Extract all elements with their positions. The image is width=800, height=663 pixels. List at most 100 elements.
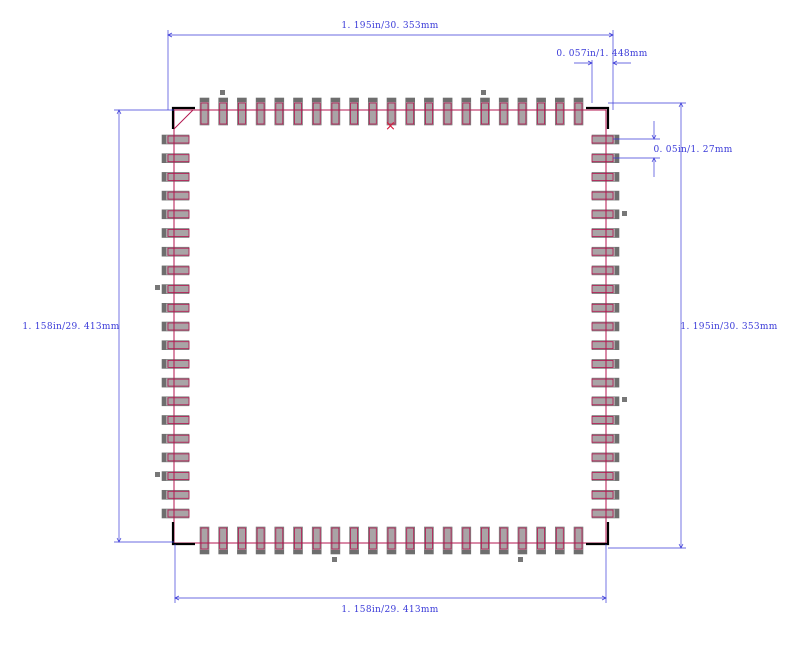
arrow-left-height-bottom <box>116 537 122 543</box>
pin-top-outline <box>537 102 545 125</box>
pin-left-outline <box>167 172 190 181</box>
pad-left-tip <box>162 490 166 500</box>
pin-bottom-outline <box>237 527 246 550</box>
pin-bottom-outline <box>350 527 359 550</box>
pin-left-outline <box>167 397 190 406</box>
pin-bottom-outline <box>219 527 228 550</box>
pad-right-tip <box>615 509 619 518</box>
pad-right-tip <box>615 322 619 331</box>
pad-right-tip <box>615 209 619 219</box>
pad-left-tip <box>162 172 166 182</box>
pin-top-outline <box>350 102 359 125</box>
pin-top-outline <box>462 102 471 125</box>
pad-right-tip <box>615 359 619 369</box>
fiducial-mark <box>332 557 337 562</box>
pin-bottom-outline <box>275 527 284 550</box>
pin-right-outline <box>591 416 614 424</box>
pad-top-tip <box>574 98 583 102</box>
pad-left-tip <box>162 303 166 313</box>
pad-top-tip <box>330 98 340 102</box>
pin-left-outline <box>167 472 190 481</box>
pad-right-tip <box>615 490 619 500</box>
pad-top-tip <box>237 98 247 102</box>
pin-left-outline <box>167 416 190 424</box>
pin-left-outline <box>167 210 190 219</box>
pin-bottom-outline <box>499 527 508 550</box>
pin-left-outline <box>167 490 190 499</box>
pad-left-tip <box>162 396 166 406</box>
pad-right-tip <box>615 228 619 238</box>
pad-right-tip <box>615 340 619 350</box>
pad-left-tip <box>162 434 166 444</box>
arrow-left-height-top <box>116 109 122 115</box>
arrow-pin-length-right <box>612 60 618 66</box>
pin-right-outline <box>591 191 614 200</box>
pin-top-outline <box>387 102 396 125</box>
pin-right-outline <box>591 453 614 462</box>
arrow-top-width-right <box>608 32 614 38</box>
pad-bottom-tip <box>461 550 471 554</box>
pin-right-outline <box>591 210 614 219</box>
pin-left-outline <box>167 191 190 200</box>
pin-right-outline <box>591 285 614 294</box>
pin-right-outline <box>591 509 614 518</box>
pin-bottom-outline <box>387 527 396 550</box>
pad-right-tip <box>615 396 619 406</box>
pin-left-outline <box>167 135 190 144</box>
pin-bottom-outline <box>406 527 415 550</box>
pad-top-tip <box>312 98 322 102</box>
pin-top-outline <box>294 102 302 125</box>
pad-bottom-tip <box>256 550 266 554</box>
pad-bottom-tip <box>349 550 359 554</box>
body-outline <box>173 109 607 544</box>
pad-top-tip <box>349 98 359 102</box>
pin-top-outline <box>555 102 564 125</box>
pin-top-outline <box>200 102 209 125</box>
pin-right-outline <box>591 472 614 481</box>
pad-right-tip <box>615 191 619 201</box>
pad-top-tip <box>424 98 434 102</box>
pad-left-tip <box>162 265 166 275</box>
pin-bottom-outline <box>555 527 564 550</box>
pad-right-tip <box>615 415 619 425</box>
pad-top-tip <box>200 98 209 102</box>
pad-top-tip <box>368 98 378 102</box>
pad-top-tip <box>405 98 415 102</box>
pin1-marker: × <box>385 119 396 134</box>
pad-bottom-tip <box>424 550 434 554</box>
dimension-bottom-width-label: 1. 158in/29. 413mm <box>341 605 438 615</box>
fiducial-mark <box>622 211 627 216</box>
pin-top-outline <box>237 102 246 125</box>
pad-top-tip <box>274 98 284 102</box>
pads-layer <box>155 90 627 562</box>
pin-bottom-outline <box>368 527 377 550</box>
dimension-pin-length-label: 0. 057in/1. 448mm <box>556 49 647 59</box>
corner-bottom-left <box>171 522 195 546</box>
pad-top-tip <box>461 98 471 102</box>
corner-top-right <box>586 106 610 129</box>
pad-right-tip <box>615 434 619 444</box>
pin-left-outline <box>167 359 190 368</box>
dimension-lines-layer <box>114 30 686 603</box>
pad-left-tip <box>162 471 166 481</box>
pad-bottom-tip <box>517 550 527 554</box>
pin-right-outline <box>591 341 614 350</box>
pad-top-tip <box>517 98 527 102</box>
pin-bottom-outline <box>294 527 302 550</box>
pad-right-tip <box>615 471 619 481</box>
pin-top-outline <box>312 102 321 125</box>
pin-right-outline <box>591 172 614 181</box>
pin-bottom-outline <box>574 527 583 550</box>
pin-top-outline <box>406 102 415 125</box>
pad-left-tip <box>162 247 166 257</box>
fiducial-mark <box>622 397 627 402</box>
pin-right-outline <box>591 397 614 406</box>
pad-bottom-tip <box>293 550 303 554</box>
pin-top-outline <box>256 102 265 125</box>
pin-left-outline <box>167 247 190 256</box>
pad-right-tip <box>615 452 619 462</box>
arrow-top-width-left <box>167 32 173 38</box>
pad-left-tip <box>162 415 166 425</box>
dimension-left-height-label: 1. 158in/29. 413mm <box>22 322 119 332</box>
pad-bottom-tip <box>330 550 340 554</box>
